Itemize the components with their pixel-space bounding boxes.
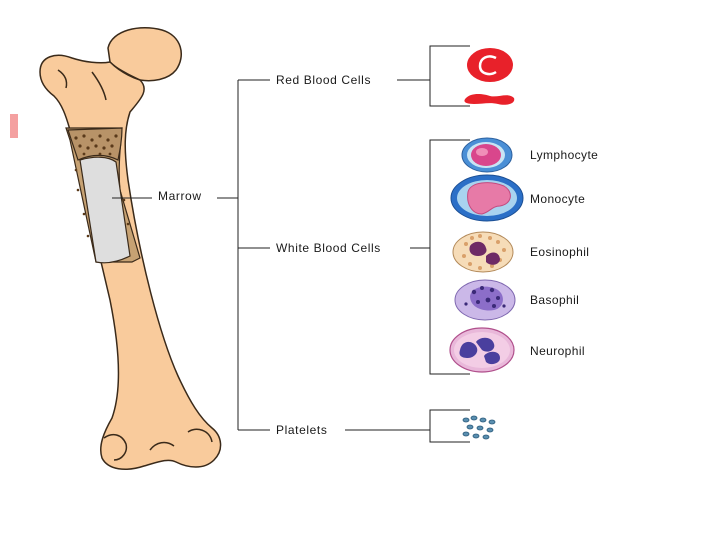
condyle-detail-left — [103, 433, 128, 461]
lymphocyte-icon — [461, 137, 513, 173]
connectors — [112, 45, 470, 443]
branch-label-white-blood-cells: White Blood Cells — [276, 241, 381, 255]
cell-label-monocyte: Monocyte — [530, 192, 585, 206]
marrow-label: Marrow — [158, 189, 202, 203]
marrow-cavity — [79, 156, 131, 264]
platelets-icon — [462, 415, 496, 440]
red-blood-cell-icons — [464, 48, 515, 105]
spongy-texture — [74, 134, 130, 238]
monocyte-icon — [450, 174, 524, 222]
edge-mark — [10, 114, 18, 138]
femur-head — [107, 27, 182, 82]
rbc-bracket — [429, 45, 470, 107]
trochanter-detail — [57, 69, 68, 89]
rbc-front-icon — [467, 48, 513, 82]
wbc-bracket — [429, 139, 470, 375]
neurophil-icon — [449, 327, 515, 373]
bone-cutaway — [65, 127, 141, 264]
basophil-icon — [454, 279, 516, 321]
cell-label-neurophil: Neurophil — [530, 344, 585, 358]
rbc-front-highlight — [478, 55, 497, 76]
condyle-detail-right — [187, 428, 213, 443]
platelet-bracket — [429, 409, 470, 443]
eosinophil-icon — [452, 231, 514, 273]
trochanter-detail-2 — [91, 71, 107, 101]
cell-label-basophil: Basophil — [530, 293, 579, 307]
cell-label-lymphocyte: Lymphocyte — [530, 148, 598, 162]
cell-label-eosinophil: Eosinophil — [530, 245, 589, 259]
rbc-side-icon — [464, 94, 515, 105]
branch-label-platelets: Platelets — [276, 423, 327, 437]
spongy-bone — [67, 127, 123, 161]
branch-label-red-blood-cells: Red Blood Cells — [276, 73, 371, 87]
condyle-notch — [149, 441, 175, 451]
